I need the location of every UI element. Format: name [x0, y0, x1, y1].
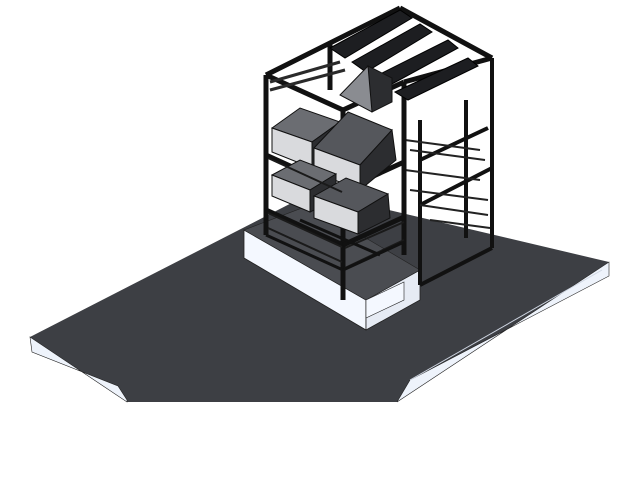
plinth-low-step [365, 281, 405, 319]
roller-conveyor-right [404, 139, 491, 229]
plinth [243, 204, 421, 331]
upper-roller-track [269, 60, 346, 92]
floor-edge-left [29, 336, 128, 403]
floor-edge-line [409, 269, 603, 381]
bins [270, 65, 397, 235]
rack-frame-right [418, 58, 494, 287]
bin-tall-chute [339, 65, 393, 113]
base-frame [265, 218, 405, 272]
bin-bottom-right [312, 177, 391, 235]
upper-chutes [329, 9, 479, 101]
floor-edge-right [396, 261, 610, 403]
